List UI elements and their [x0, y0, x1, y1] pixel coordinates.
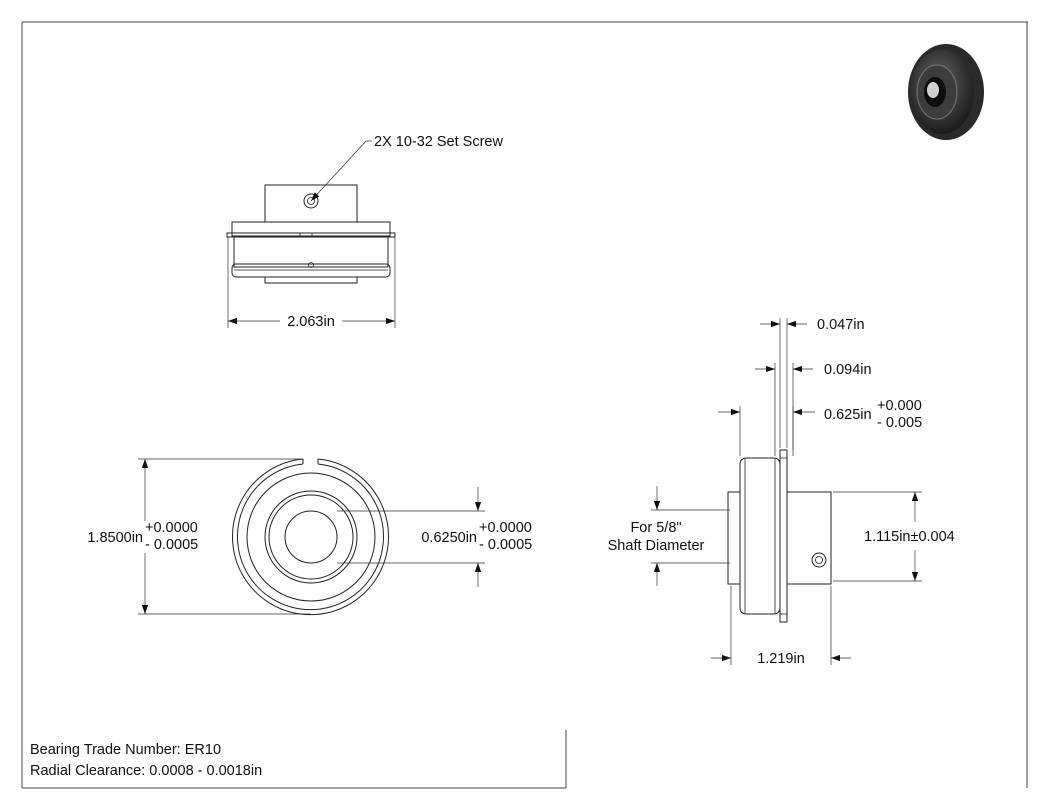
shaft-note-line-1: For 5/8" — [630, 520, 681, 536]
od-tol-plus: +0.0000 — [145, 520, 198, 536]
od-tol-minus: - 0.0005 — [145, 537, 198, 553]
radial-clearance-note: Radial Clearance: 0.0008 - 0.0018in — [30, 763, 262, 779]
ring-width-dimension: 0.625in — [824, 407, 872, 423]
flange-width-dimension: 0.094in — [824, 362, 872, 378]
bore-dimension: 0.6250in — [421, 530, 477, 546]
top-view — [226, 184, 396, 284]
set-screw-callout: 2X 10-32 Set Screw — [374, 134, 503, 150]
front-view — [232, 458, 389, 616]
side-view — [727, 449, 832, 623]
width-dimension: 2.063in — [287, 314, 335, 330]
sheet-border — [21, 21, 1028, 789]
od-dimension: 1.8500in — [87, 530, 143, 546]
ring-tol-minus: - 0.005 — [877, 415, 922, 431]
bore-tol-minus: - 0.0005 — [479, 537, 532, 553]
collar-od-dimension: 1.115in±0.004 — [864, 529, 955, 545]
ring-tol-plus: +0.000 — [877, 398, 922, 414]
shaft-note-line-2: Shaft Diameter — [608, 538, 705, 554]
overall-width-dimension: 1.219in — [757, 651, 805, 667]
bearing-3d-thumbnail-icon — [908, 44, 984, 140]
side-set-screw-icon — [811, 552, 827, 568]
trade-number-note: Bearing Trade Number: ER10 — [30, 742, 221, 758]
flange-thickness-dimension: 0.047in — [817, 317, 865, 333]
bore-tol-plus: +0.0000 — [479, 520, 532, 536]
